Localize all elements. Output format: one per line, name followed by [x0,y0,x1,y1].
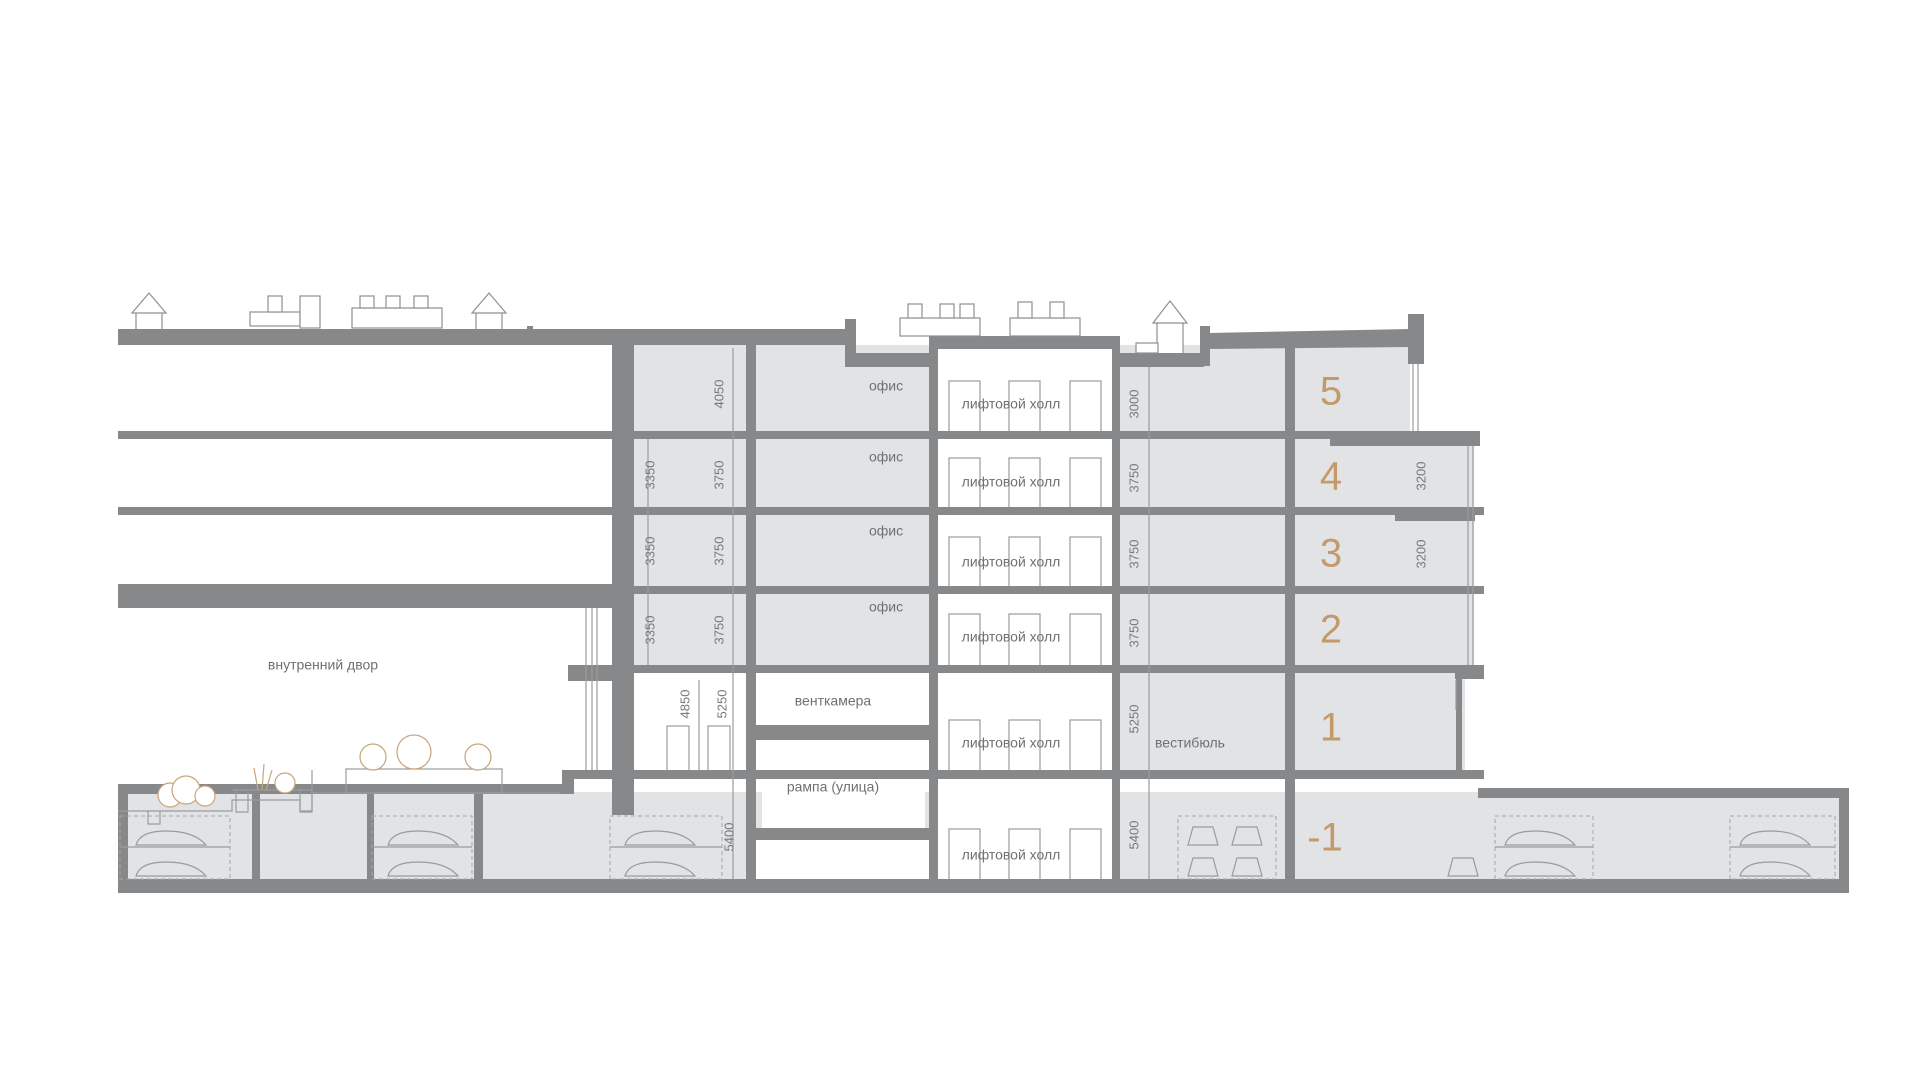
room-label-lift-hall: лифтовой холл [962,735,1061,751]
floor-number-5: 5 [1320,370,1342,414]
ground-floor-west-room [634,672,746,772]
room-label-lift-hall: лифтовой холл [962,629,1061,645]
room-label-lift-hall: лифтовой холл [962,554,1061,570]
floor-number-4: 4 [1320,455,1342,499]
dimension-label: 3200 [1413,462,1428,491]
courtyard-landscape [118,734,560,825]
rooftop-equipment [130,292,1189,354]
room-label-lobby: вестибюль [1155,735,1225,751]
floor-number-3: 3 [1320,532,1342,576]
dimension-label: 3750 [711,537,726,566]
floor-number-basement: -1 [1307,816,1343,860]
dimension-label: 3750 [1126,619,1141,648]
dimension-label: 3750 [1126,464,1141,493]
vent-chamber-room [762,673,929,725]
dimension-label: 3750 [711,461,726,490]
dimension-label: 3200 [1413,540,1428,569]
facade-glazing [585,364,1474,770]
ramp-room [762,740,925,828]
room-label-lift-hall: лифтовой холл [962,847,1061,863]
room-label-lift-hall: лифтовой холл [962,474,1061,490]
floor-number-2: 2 [1320,608,1342,652]
dimension-label: 3350 [642,616,657,645]
dimension-label: 5250 [714,690,729,719]
dimension-label: 3750 [1126,540,1141,569]
structure [118,314,1849,893]
room-label-lift-hall: лифтовой холл [962,396,1061,412]
room-label-office: офис [869,449,903,465]
dimension-lines [647,348,1150,879]
room-label-courtyard: внутренний двор [268,657,378,673]
room-label-office: офис [869,523,903,539]
dimension-label: 5400 [1126,821,1141,850]
dimension-label: 3350 [642,537,657,566]
floor-number-1: 1 [1320,706,1342,750]
dimension-label: 3350 [642,461,657,490]
dimension-label: 5400 [721,823,736,852]
dimension-label: 5250 [1126,705,1141,734]
dimension-label: 4850 [677,690,692,719]
dimension-labels: 4050 3750 3750 3750 5250 5400 3350 3350 … [642,380,1428,852]
lift-core [938,345,1112,772]
room-labels: офис офис офис офис лифтовой холл лифтов… [268,378,1225,863]
dimension-label: 3750 [711,616,726,645]
room-label-vent-chamber: венткамера [795,693,872,709]
dimension-label: 3000 [1126,390,1141,419]
room-label-ramp: рампа (улица) [787,779,879,795]
room-label-office: офис [869,378,903,394]
parking-stackers [119,815,1836,880]
room-fills [128,330,1840,880]
floor-numbers: 5 4 3 2 1 -1 [1307,370,1343,860]
room-label-office: офис [869,599,903,615]
dimension-label: 4050 [711,380,726,409]
